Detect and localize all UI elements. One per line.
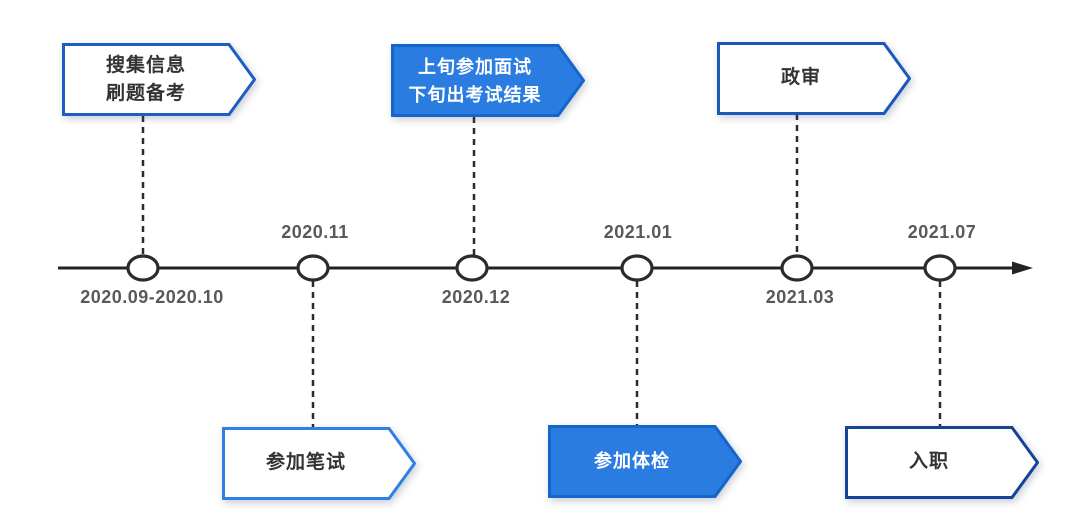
milestone-date-label: 2021.07 <box>907 222 977 242</box>
milestone-date-label: 2020.09-2020.10 <box>80 287 224 307</box>
banner-label-line: 搜集信息 <box>105 54 186 76</box>
banner-prepare: 搜集信息 刷题备考 <box>62 43 256 116</box>
banner-label: 上旬参加面试 下旬出考试结果 <box>391 44 559 117</box>
milestone-date-label: 2020.12 <box>441 287 511 307</box>
banner-label-line: 参加体检 <box>594 450 670 471</box>
banner-physical-exam: 参加体检 <box>548 425 742 498</box>
banner-label: 政审 <box>717 42 885 115</box>
timeline-node-dot <box>923 254 957 282</box>
banner-written-exam: 参加笔试 <box>222 427 416 500</box>
banner-label-line: 入职 <box>908 450 949 472</box>
banner-label-line: 上旬参加面试 <box>418 56 532 77</box>
banner-label-line: 刷题备考 <box>105 82 186 104</box>
banner-label-line: 参加笔试 <box>265 451 346 473</box>
banner-political-review: 政审 <box>717 42 911 115</box>
timeline-node-dot <box>780 254 814 282</box>
banner-pennant-shape <box>548 425 742 498</box>
banner-label-line: 政审 <box>780 66 821 88</box>
axis-arrowhead-icon <box>1012 261 1033 275</box>
milestone-date-label: 2020.11 <box>281 222 349 242</box>
banner-pennant-shape <box>391 44 585 117</box>
banner-onboarding: 入职 <box>845 426 1039 499</box>
banner-label: 搜集信息 刷题备考 <box>62 43 230 116</box>
banner-label-line: 下旬出考试结果 <box>408 84 542 105</box>
banner-pennant-shape <box>222 427 416 500</box>
banner-pennant-shape <box>717 42 911 115</box>
banner-pennant-shape <box>845 426 1039 499</box>
banner-interview: 上旬参加面试 下旬出考试结果 <box>391 44 585 117</box>
banner-label: 入职 <box>845 426 1013 499</box>
milestone-date-label: 2021.01 <box>603 222 673 242</box>
banner-label: 参加笔试 <box>222 427 390 500</box>
milestone-date-label: 2021.03 <box>765 287 835 307</box>
timeline-node-dot <box>455 254 489 282</box>
banner-pennant-shape <box>62 43 256 116</box>
timeline-node-dot <box>296 254 330 282</box>
banner-label: 参加体检 <box>548 425 716 498</box>
timeline-node-dot <box>620 254 654 282</box>
timeline-node-dot <box>126 254 160 282</box>
